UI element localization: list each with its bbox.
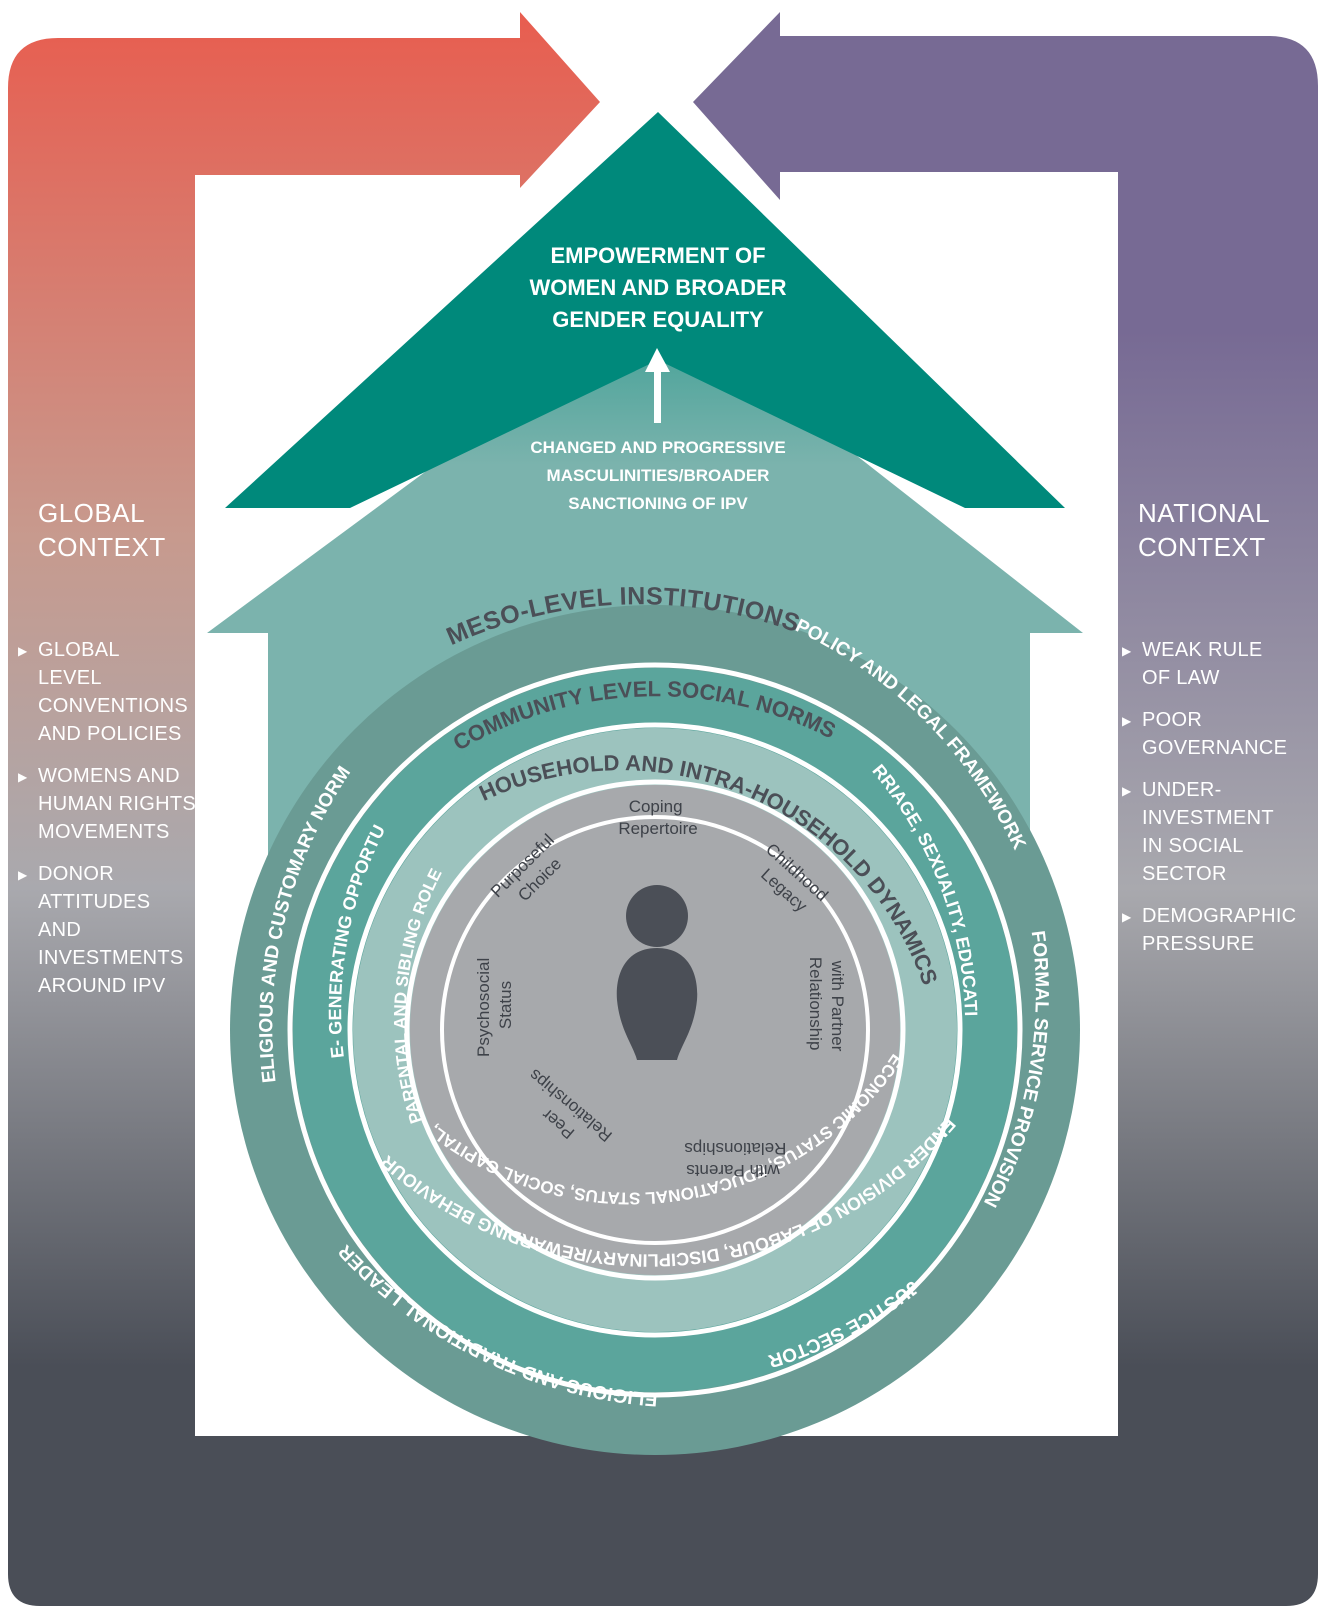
national-context-title: NATIONAL CONTEXT [1138, 498, 1271, 562]
ring-divider-outer [287, 662, 1023, 1398]
individual-core-inner-border [440, 815, 870, 1245]
global-context-item: WOMENS AND HUMAN RIGHTS MOVEMENTS [18, 762, 198, 846]
global-context-arrow [8, 12, 665, 1606]
national-context-item: UNDER- INVESTMENT IN SOCIAL SECTOR [1122, 776, 1302, 888]
ring-divider-middle [347, 722, 963, 1338]
global-context-title: GLOBAL CONTEXT [38, 498, 166, 562]
national-context-item: DEMOGRAPHIC PRESSURE [1122, 902, 1302, 958]
changed-masculinities-text: CHANGED AND PROGRESSIVE MASCULINITIES/BR… [530, 438, 786, 513]
national-context-arrow [663, 12, 1318, 1606]
psychosocial-status-label: Psychosocial Status [474, 953, 515, 1057]
coping-repertoire-label: Coping Repertoire [618, 797, 697, 838]
person-icon [616, 885, 698, 1060]
national-context-item: WEAK RULE OF LAW [1122, 636, 1302, 692]
national-context-list: WEAK RULE OF LAW POOR GOVERNANCE UNDER- … [1122, 636, 1302, 972]
upward-arrow-shaft [654, 368, 661, 423]
global-context-item: GLOBAL LEVEL CONVENTIONS AND POLICIES [18, 636, 198, 748]
global-context-item: DONOR ATTITUDES AND INVESTMENTS AROUND I… [18, 860, 198, 1000]
roof-upper [225, 112, 1065, 508]
relationship-partner-label: Relationship with Partner [806, 957, 847, 1055]
national-context-item: POOR GOVERNANCE [1122, 706, 1302, 762]
global-context-list: GLOBAL LEVEL CONVENTIONS AND POLICIES WO… [18, 636, 198, 1014]
upward-arrow-head [645, 348, 670, 372]
goal-empowerment-text: EMPOWERMENT OF WOMEN AND BROADER GENDER … [529, 243, 787, 332]
ring-divider-inner [404, 779, 906, 1281]
relationships-parents-label: Relationships with Parents [680, 1139, 787, 1180]
